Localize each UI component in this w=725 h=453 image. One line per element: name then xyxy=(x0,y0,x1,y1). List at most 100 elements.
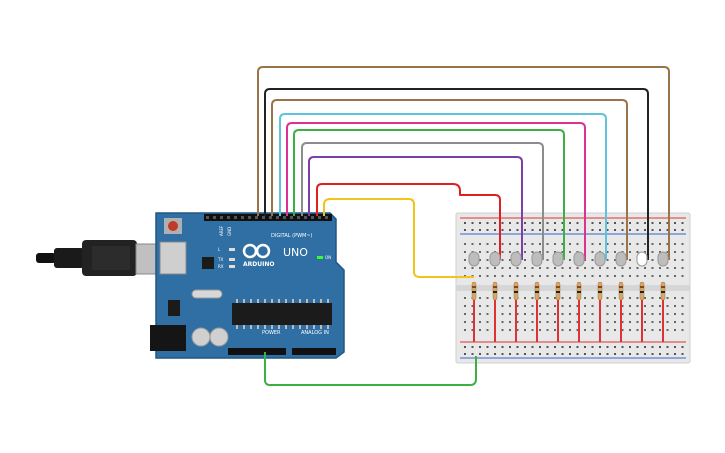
breadboard-hole xyxy=(479,297,481,299)
breadboard-hole xyxy=(501,267,504,269)
breadboard-hole xyxy=(569,305,571,307)
tx-label: TX xyxy=(217,257,223,262)
breadboard-hole xyxy=(659,313,661,315)
breadboard-hole xyxy=(539,297,541,299)
breadboard-hole xyxy=(591,259,594,261)
rail-hole xyxy=(516,346,519,348)
rail-hole xyxy=(681,353,684,355)
breadboard[interactable] xyxy=(455,212,691,364)
wire[interactable] xyxy=(271,99,628,260)
rail-hole xyxy=(674,222,676,224)
rail-hole xyxy=(636,229,639,231)
breadboard-hole xyxy=(651,275,654,277)
gnd-wire[interactable] xyxy=(264,352,477,386)
resistor-band xyxy=(535,286,539,288)
wire[interactable] xyxy=(257,66,670,260)
breadboard-hole xyxy=(659,329,661,331)
led[interactable] xyxy=(657,251,669,267)
rail-hole xyxy=(666,222,669,224)
breadboard-hole xyxy=(629,251,631,253)
led[interactable] xyxy=(468,251,480,267)
rail-hole xyxy=(539,346,541,348)
breadboard-hole xyxy=(479,305,481,307)
breadboard-hole xyxy=(651,259,654,261)
rail-hole xyxy=(509,229,511,231)
led[interactable] xyxy=(573,251,585,267)
breadboard-hole xyxy=(501,305,504,307)
rail-hole xyxy=(494,229,496,231)
rail-hole xyxy=(554,346,556,348)
breadboard-hole xyxy=(674,329,676,331)
rail-hole xyxy=(569,229,571,231)
rail-hole xyxy=(516,229,519,231)
rail-hole xyxy=(621,346,624,348)
wire[interactable] xyxy=(323,198,474,278)
usb-socket xyxy=(159,241,187,275)
led[interactable] xyxy=(615,251,627,267)
header-hole xyxy=(255,216,258,219)
wire[interactable] xyxy=(316,183,501,260)
wire[interactable] xyxy=(308,156,523,260)
resistor-band xyxy=(640,291,644,293)
breadboard-hole xyxy=(674,259,676,261)
arduino-board[interactable]: ARDUINO UNO DIGITAL (PWM~) POWER ANALOG … xyxy=(150,212,345,359)
rail-hole xyxy=(569,346,571,348)
atmega-pins xyxy=(236,299,329,329)
rail-hole xyxy=(524,222,526,224)
breadboard-hole xyxy=(621,321,624,323)
breadboard-hole xyxy=(524,305,526,307)
breadboard-hole xyxy=(531,297,534,299)
rail-hole xyxy=(479,353,481,355)
breadboard-hole xyxy=(614,321,616,323)
breadboard-hole xyxy=(614,251,616,253)
digital-header-holes xyxy=(206,216,328,219)
led[interactable] xyxy=(510,251,522,267)
breadboard-hole xyxy=(584,267,586,269)
breadboard-hole xyxy=(539,251,541,253)
breadboard-hole xyxy=(674,321,676,323)
power-label: POWER xyxy=(262,330,281,336)
breadboard-hole xyxy=(644,275,646,277)
breadboard-hole xyxy=(584,297,586,299)
rail-hole xyxy=(554,222,556,224)
breadboard-hole xyxy=(494,243,496,245)
board-model: UNO xyxy=(283,246,308,259)
wire[interactable] xyxy=(293,129,565,260)
led[interactable] xyxy=(489,251,501,267)
rail-hole xyxy=(659,229,661,231)
reset-button[interactable] xyxy=(168,221,178,231)
rail-hole xyxy=(494,346,496,348)
rail-hole xyxy=(591,353,594,355)
rail-hole xyxy=(509,353,511,355)
led[interactable] xyxy=(594,251,606,267)
breadboard-hole xyxy=(621,267,624,269)
header-hole xyxy=(248,216,251,219)
rail-hole xyxy=(659,346,661,348)
wire[interactable] xyxy=(264,88,649,260)
header-hole xyxy=(220,216,223,219)
breadboard-hole xyxy=(554,251,556,253)
wire[interactable] xyxy=(301,142,544,260)
led[interactable] xyxy=(636,251,648,267)
led[interactable] xyxy=(552,251,564,267)
rail-hole xyxy=(479,346,481,348)
wire[interactable] xyxy=(279,113,607,260)
breadboard-hole xyxy=(666,251,669,253)
led[interactable] xyxy=(531,251,543,267)
breadboard-hole xyxy=(524,329,526,331)
header-hole xyxy=(213,216,216,219)
resistor-band xyxy=(577,291,581,293)
breadboard-hole xyxy=(606,329,609,331)
breadboard-hole xyxy=(576,313,579,315)
breadboard-hole xyxy=(561,267,564,269)
rail-hole xyxy=(546,229,549,231)
breadboard-hole xyxy=(674,251,676,253)
rail-hole xyxy=(591,229,594,231)
wire[interactable] xyxy=(286,122,586,260)
breadboard-hole xyxy=(629,313,631,315)
breadboard-hole xyxy=(516,329,519,331)
breadboard-hole xyxy=(546,259,549,261)
breadboard-hole xyxy=(591,267,594,269)
breadboard-hole xyxy=(569,267,571,269)
breadboard-hole xyxy=(554,243,556,245)
